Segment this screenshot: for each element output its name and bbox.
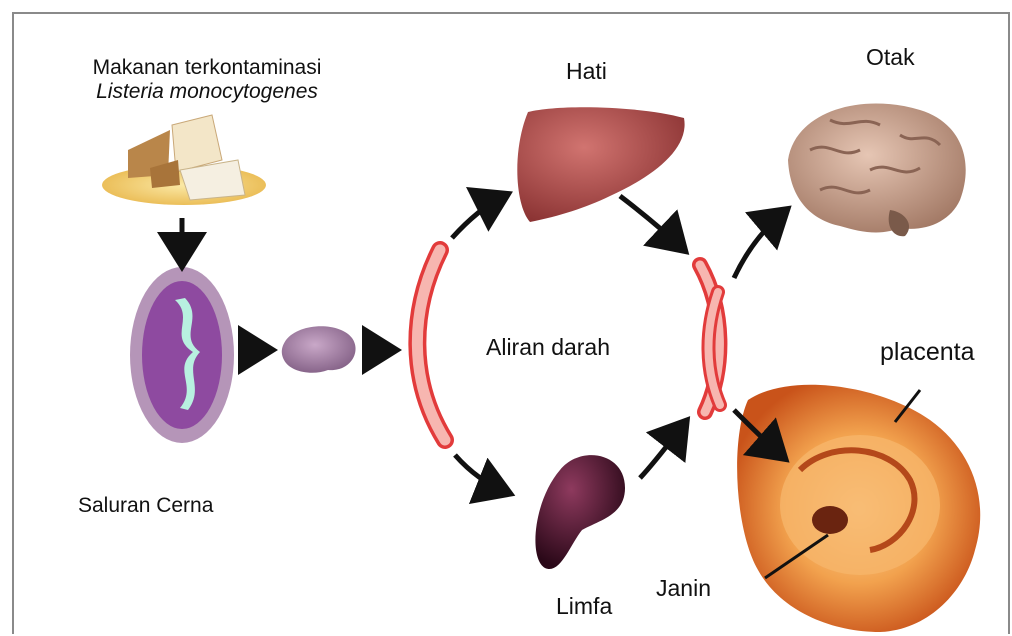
flow-arrows bbox=[182, 196, 784, 492]
arrow-blood-to-liver bbox=[452, 196, 504, 238]
brain-icon bbox=[788, 103, 966, 236]
source-line2: Listeria monocytogenes bbox=[93, 80, 322, 104]
bloodstream-label: Aliran darah bbox=[486, 334, 610, 360]
arrow-vessel-to-brain bbox=[734, 212, 784, 278]
source-line1: Makanan terkontaminasi bbox=[93, 56, 322, 80]
intestine-section-icon bbox=[130, 267, 234, 443]
fetus-label: Janin bbox=[656, 575, 711, 601]
liver-label: Hati bbox=[566, 58, 607, 84]
spleen-icon bbox=[535, 455, 625, 569]
brain-label: Otak bbox=[866, 44, 915, 70]
gut-label: Saluran Cerna bbox=[78, 494, 213, 518]
cheese-icon bbox=[102, 115, 266, 205]
arrow-blood-to-spleen bbox=[455, 455, 506, 492]
source-label: Makanan terkontaminasi Listeria monocyto… bbox=[93, 56, 322, 104]
arrow-spleen-to-vessel bbox=[640, 424, 684, 478]
lymph-label: Limfa bbox=[556, 593, 612, 619]
placenta-fetus-icon bbox=[737, 385, 980, 632]
liver-icon bbox=[517, 107, 684, 222]
placenta-label: placenta bbox=[880, 338, 975, 367]
lymph-node-icon bbox=[282, 326, 356, 373]
arrow-liver-to-vessel bbox=[620, 196, 682, 248]
